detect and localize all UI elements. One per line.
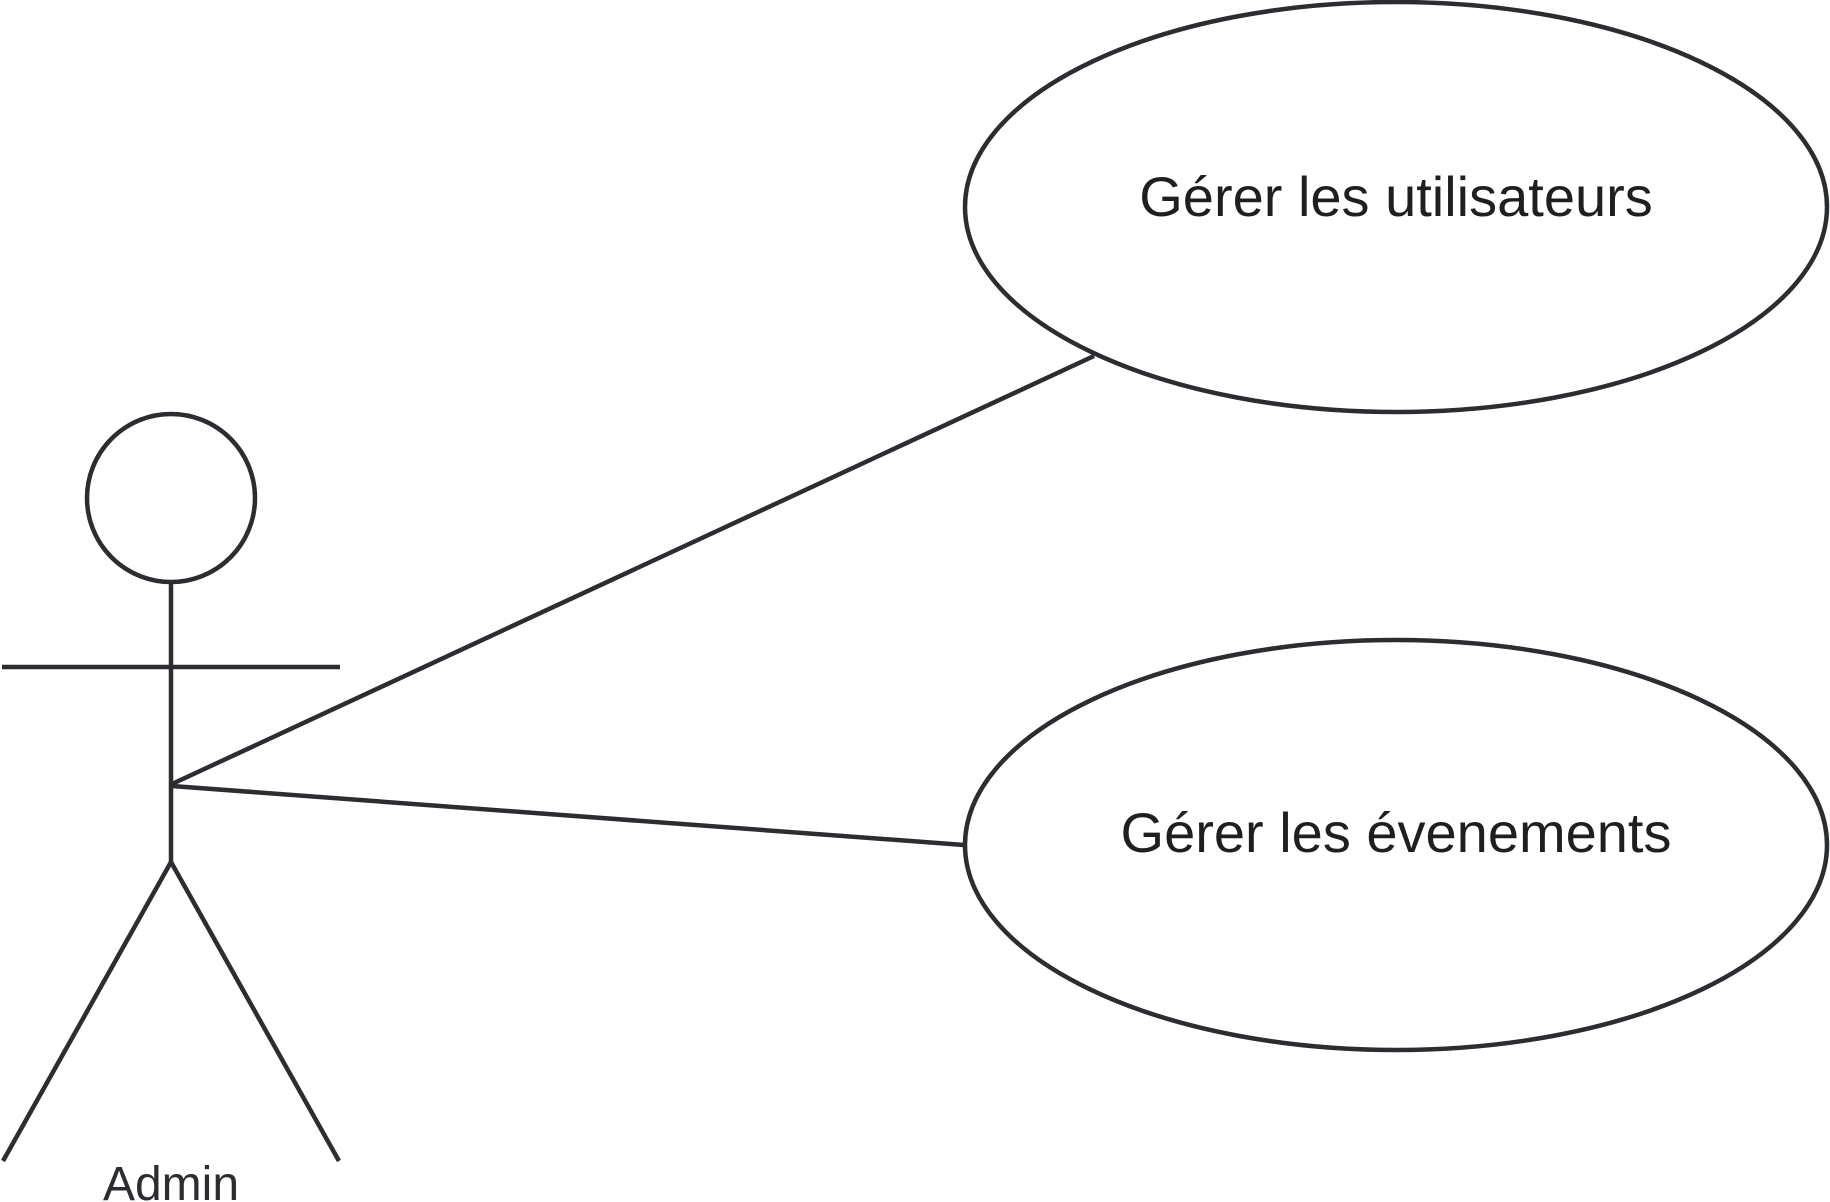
actor-label: Admin (103, 1158, 239, 1202)
use-case-label: Gérer les évenements (1121, 801, 1672, 864)
use-case-ellipse (962, 637, 1830, 1053)
actor-left-leg (1, 860, 173, 1163)
association-admin-gerer-utilisateurs (171, 353, 1095, 787)
association-admin-gerer-evenements (171, 783, 965, 848)
use-case-label: Gérer les utilisateurs (1139, 165, 1653, 228)
use-case-ellipse (962, 0, 1830, 415)
actor-admin[interactable]: Admin (1, 411, 341, 1202)
actor-head (84, 411, 258, 585)
actor-right-leg (169, 860, 341, 1163)
use-case-gerer-evenements[interactable]: Gérer les évenements (962, 637, 1830, 1053)
use-case-gerer-utilisateurs[interactable]: Gérer les utilisateurs (962, 0, 1830, 415)
